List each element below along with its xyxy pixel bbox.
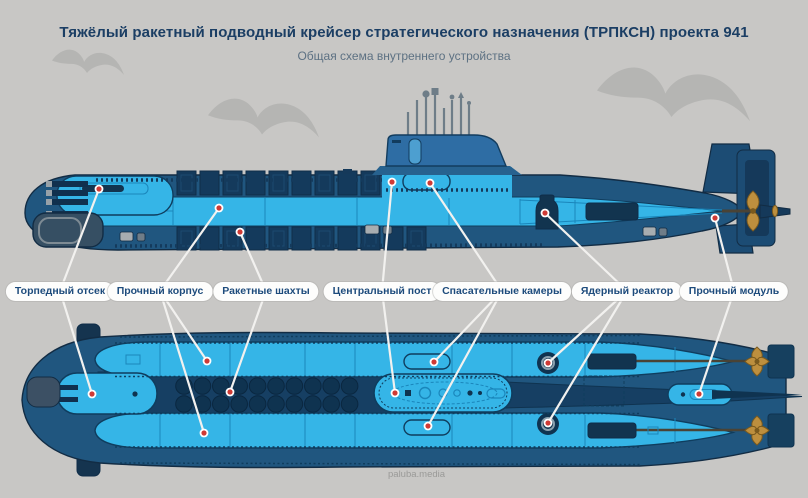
callout-dot bbox=[543, 358, 553, 368]
label-pressure-hull: Прочный корпус bbox=[107, 282, 213, 301]
stern-pod-hatch bbox=[680, 392, 686, 397]
mast-heads bbox=[422, 88, 471, 105]
turbine-top-upper bbox=[587, 353, 637, 370]
label-central-post: Центральный пост bbox=[323, 282, 441, 301]
auxiliary-dashed-box bbox=[583, 375, 625, 407]
seagull-icons bbox=[52, 49, 750, 138]
deck-fitting bbox=[343, 169, 352, 174]
hull-teeth-texture-side bbox=[96, 178, 546, 248]
turbine-top-lower bbox=[587, 422, 637, 439]
stern-block-upper bbox=[767, 344, 795, 379]
callout-dot bbox=[225, 387, 235, 397]
watermark: paluba.media bbox=[388, 469, 446, 480]
label-torpedo-compartment: Торпедный отсек bbox=[5, 282, 115, 301]
keel-fittings bbox=[119, 224, 668, 242]
torpedo-tubes-side bbox=[50, 181, 88, 217]
silo-inner-lines bbox=[180, 174, 423, 247]
callout-dot bbox=[199, 428, 209, 438]
deck-crane-outline bbox=[125, 354, 141, 365]
rescue-chamber-top-upper bbox=[403, 353, 451, 370]
callout-dot bbox=[425, 178, 435, 188]
label-missile-silos: Ракетные шахты bbox=[213, 282, 319, 301]
central-post-dashed-outline bbox=[392, 381, 498, 405]
stern-spike bbox=[712, 390, 802, 399]
callout-dot bbox=[429, 357, 439, 367]
torpedo-hatch bbox=[132, 391, 138, 397]
page-subtitle: Общая схема внутреннего устройства bbox=[297, 49, 511, 63]
turbine-side bbox=[585, 202, 639, 221]
propeller-icon-top-upper bbox=[744, 346, 770, 377]
top-view bbox=[21, 323, 803, 477]
hull-fitting-outline bbox=[647, 426, 659, 435]
callout-dot bbox=[540, 208, 550, 218]
compartment-dividers-top bbox=[159, 343, 676, 447]
callout-lines bbox=[58, 180, 736, 435]
seagull-icon bbox=[597, 67, 750, 122]
propeller-icon-top-lower bbox=[744, 415, 770, 446]
callout-dot bbox=[87, 389, 97, 399]
seagull-icon bbox=[52, 49, 124, 75]
callout-dot bbox=[94, 184, 104, 194]
torpedo-compartment-top bbox=[56, 372, 158, 415]
central-post-teeth bbox=[378, 377, 508, 409]
sonar-dome-top bbox=[26, 376, 61, 408]
label-rescue-chambers: Спасательные камеры bbox=[433, 282, 571, 301]
sonar-dome-inner bbox=[38, 217, 82, 244]
sail-window bbox=[392, 140, 401, 143]
callout-dots bbox=[87, 177, 720, 438]
seagull-icon bbox=[208, 98, 319, 138]
page-title: Тяжёлый ракетный подводный крейсер страт… bbox=[59, 24, 749, 41]
callout-dot bbox=[390, 388, 400, 398]
stern-block-lower bbox=[767, 413, 795, 448]
torpedo-tube-caps bbox=[46, 181, 52, 217]
callout-dot bbox=[214, 203, 224, 213]
callout-dot bbox=[235, 227, 245, 237]
sail-escape-pod bbox=[408, 138, 422, 165]
label-nuclear-reactor: Ядерный реактор bbox=[571, 282, 683, 301]
missile-silos-top bbox=[175, 377, 359, 413]
propeller-icon bbox=[746, 190, 779, 232]
callout-dot bbox=[423, 421, 433, 431]
callout-dot bbox=[387, 177, 397, 187]
callout-dot bbox=[694, 389, 704, 399]
central-post-capsule bbox=[373, 373, 513, 413]
callout-dot bbox=[543, 418, 553, 428]
callout-dot bbox=[710, 213, 720, 223]
sail bbox=[385, 134, 508, 167]
sail-casing bbox=[372, 166, 522, 175]
callout-dot bbox=[202, 356, 212, 366]
label-pressure-module: Прочный модуль bbox=[679, 282, 789, 301]
torpedo-rack bbox=[79, 182, 149, 195]
